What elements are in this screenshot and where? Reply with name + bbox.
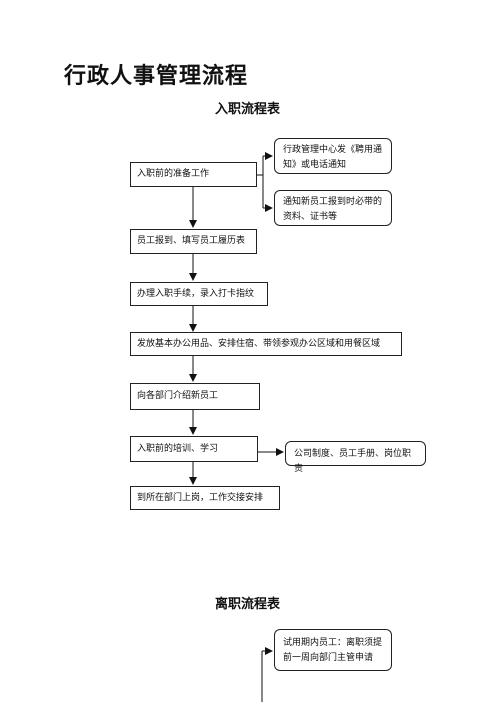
- note-required-documents: 通知新员工报到时必带的资料、证书等: [274, 190, 392, 226]
- note-hire-notice: 行政管理中心发《聘用通知》或电话通知: [274, 138, 392, 174]
- onboarding-heading: 入职流程表: [215, 102, 281, 117]
- flow-step-introduce: 向各部门介绍新员工: [130, 383, 260, 410]
- flow-step-label: 入职前的培训、学习: [137, 443, 219, 454]
- resignation-heading: 离职流程表: [215, 597, 281, 612]
- page-title: 行政人事管理流程: [64, 64, 249, 89]
- note-text: 通知新员工报到时必带的资料、证书等: [283, 197, 383, 222]
- note-probation-resignation: 试用期内员工：离职须提前一周向部门主管申请: [274, 629, 392, 671]
- note-company-policies: 公司制度、员工手册、岗位职责: [285, 441, 426, 474]
- flow-step-procedures: 办理入职手续，录入打卡指纹: [130, 282, 268, 306]
- note-text: 公司制度、员工手册、岗位职责: [294, 449, 412, 474]
- note-text: 试用期内员工：离职须提前一周向部门主管申请: [283, 638, 383, 663]
- flow-step-label: 员工报到、填写员工履历表: [137, 236, 246, 246]
- flow-step-supplies: 发放基本办公用品、安排住宿、带领参观办公区域和用餐区域: [130, 332, 402, 356]
- flow-step-label: 入职前的准备工作: [137, 169, 210, 179]
- flow-step-label: 向各部门介绍新员工: [137, 391, 219, 401]
- flow-step-label: 发放基本办公用品、安排住宿、带领参观办公区域和用餐区域: [137, 338, 381, 349]
- flow-step-training: 入职前的培训、学习: [130, 436, 258, 462]
- flow-step-onboard: 到所在部门上岗，工作交接安排: [130, 486, 280, 510]
- note-text: 行政管理中心发《聘用通知》或电话通知: [283, 145, 383, 170]
- flow-step-preparation: 入职前的准备工作: [130, 162, 257, 187]
- flow-step-label: 到所在部门上岗，工作交接安排: [137, 492, 264, 503]
- flow-step-report: 员工报到、填写员工履历表: [130, 229, 257, 254]
- flow-step-label: 办理入职手续，录入打卡指纹: [137, 288, 255, 299]
